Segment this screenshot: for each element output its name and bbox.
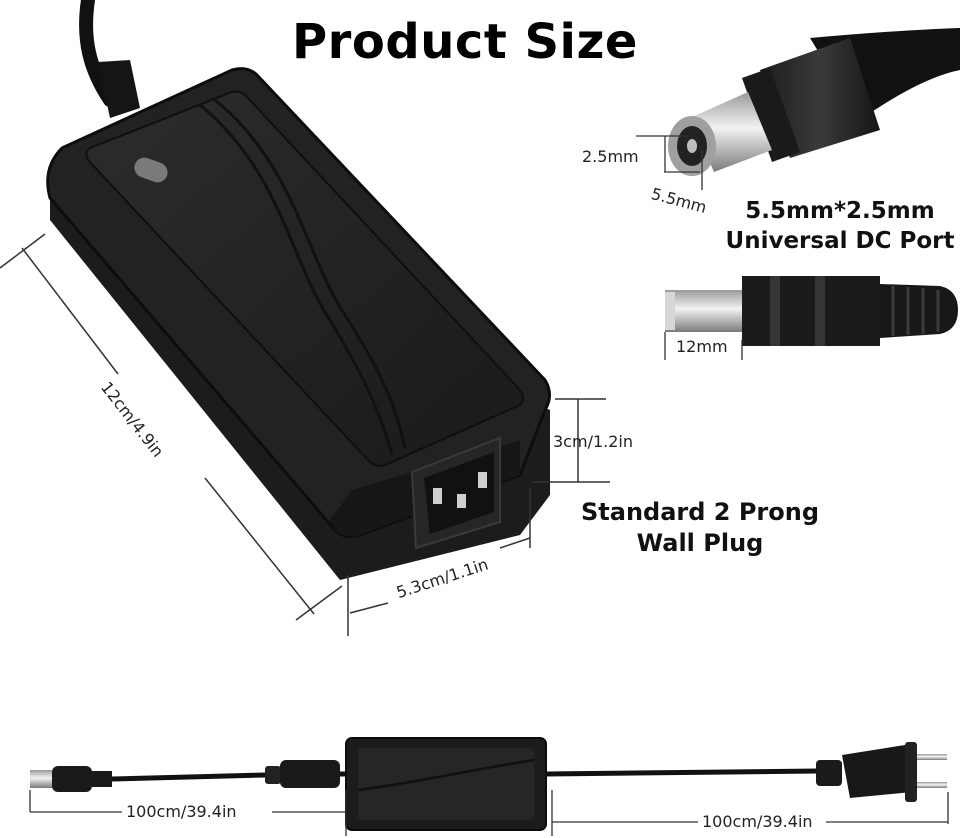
dc-plug-closeup <box>668 28 960 176</box>
tip-length-label: 12mm <box>676 337 728 356</box>
dc-diameter-lines <box>636 135 703 190</box>
cable-length-lines <box>29 790 949 836</box>
ac-cable-length-label: 100cm/39.4in <box>702 812 813 831</box>
length-dimension-line <box>0 233 343 621</box>
dc-port-size-text: 5.5mm*2.5mm <box>745 198 935 224</box>
dc-port-type-text: Universal DC Port <box>725 228 955 254</box>
dc-plug-sideview <box>665 276 958 346</box>
height-dimension-line <box>532 398 610 483</box>
height-label: 3cm/1.2in <box>553 432 633 451</box>
power-cord <box>79 0 140 118</box>
plug-label-line1: Standard 2 Prong <box>580 498 820 526</box>
page-title: Product Size <box>292 14 638 70</box>
plug-label-line2: Wall Plug <box>636 529 764 557</box>
full-cable-view <box>30 737 947 831</box>
dc-port-label: 5.5mm*2.5mm Universal DC Port <box>720 196 960 256</box>
tip-length-lines <box>664 332 743 360</box>
adapter-body <box>46 67 551 580</box>
plug-label: Standard 2 Prong Wall Plug <box>580 497 820 559</box>
width-dimension-line <box>347 488 531 636</box>
inner-diameter-label: 2.5mm <box>582 147 639 166</box>
dc-cable-length-label: 100cm/39.4in <box>126 802 237 821</box>
